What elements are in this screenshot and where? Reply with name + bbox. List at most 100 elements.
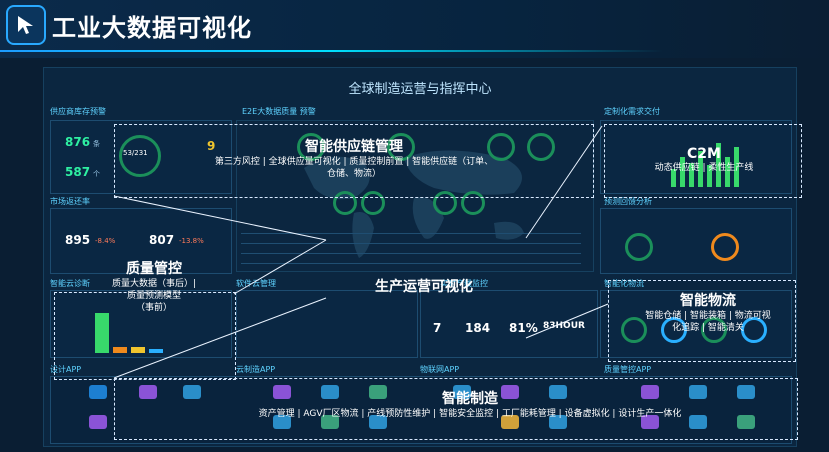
panel-forecast [600, 208, 792, 274]
overlay-logistics-title: 智能物流 [680, 293, 736, 309]
app-icon-quality-2[interactable] [689, 385, 707, 399]
overlay-production: 生产运营可视化 [344, 276, 504, 296]
custom-bar [716, 143, 721, 187]
supply-value-1: 876 [65, 135, 91, 149]
section-supply-title: 供应商库存预警 [50, 107, 106, 116]
supply-unit-2: 个 [93, 170, 100, 178]
app-icon-quality-3[interactable] [737, 385, 755, 399]
diag-bar [95, 313, 109, 353]
panel-custom [600, 120, 792, 194]
overlay-c2m-desc: 动态供应链 | 柔性生产线 [654, 163, 754, 173]
supply-gauge-center: 53/231 [123, 149, 148, 157]
app-icon-quality-6[interactable] [737, 415, 755, 429]
section-realtime-title: 实时产线监控 [440, 279, 488, 288]
e2e-gauge-4 [527, 133, 555, 161]
custom-bar [707, 165, 712, 187]
app-icon-cloud-3[interactable] [369, 385, 387, 399]
e2e-table-line-1 [241, 233, 581, 234]
app-logo [6, 5, 46, 45]
app-icon-cloud-5[interactable] [321, 415, 339, 429]
callout-box-quality [54, 292, 236, 380]
overlay-production-title: 生产运营可视化 [375, 279, 473, 295]
app-icon-iot-3[interactable] [549, 385, 567, 399]
overlay-quality-title: 质量管控 [126, 261, 182, 277]
market-value-1: 895 [65, 233, 91, 247]
realtime-value-4: 83HOUR [543, 321, 585, 331]
dashboard-title: 全球制造运营与指挥中心 [348, 82, 492, 97]
e2e-gauge-3 [487, 133, 515, 161]
overlay-quality-desc-2: 质量预测模型 [126, 291, 181, 301]
supply-unit-1: 条 [93, 140, 100, 148]
header-bar [0, 0, 829, 58]
section-market-title: 市场返还率 [50, 197, 90, 206]
supply-gauge [119, 135, 161, 177]
app-icon-iot-5[interactable] [549, 415, 567, 429]
header-divider [0, 50, 829, 52]
callout-box-logistics [608, 280, 796, 362]
market-pct-1: -8.4% [95, 237, 116, 245]
app-icon-cloud-4[interactable] [273, 415, 291, 429]
custom-bar-chart [671, 135, 739, 187]
e2e-gauge-8 [461, 191, 485, 215]
page-title: 工业大数据可视化 [52, 14, 252, 42]
e2e-table-line-4 [241, 263, 581, 264]
app-icon-cloud-2[interactable] [321, 385, 339, 399]
e2e-gauge-1 [297, 133, 325, 161]
panel-realtime: 7 184 81% 83HOUR [420, 290, 598, 358]
section-e2e-title: E2E大数据质量 预警 [242, 107, 316, 116]
cursor-icon [18, 16, 33, 34]
e2e-table-line-3 [241, 253, 581, 254]
panel-e2e [236, 120, 594, 272]
logistics-gauge-2 [661, 317, 687, 343]
panel-logistics [600, 290, 792, 358]
section-iot-title: 物联网APP [420, 365, 460, 374]
app-icon-virtual-verify[interactable] [89, 385, 107, 399]
forecast-gauge-1 [625, 233, 653, 261]
overlay-manufacturing-desc: 资产管理 | AGV厂区物流 | 产线预防性维护 | 智能安全监控 | 工厂能耗… [258, 409, 682, 419]
overlay-quality-desc-1: 质量大数据（事后）| [111, 279, 197, 289]
app-icon-iot-2[interactable] [501, 385, 519, 399]
diag-bar [149, 349, 163, 353]
logistics-gauge-4 [741, 317, 767, 343]
supply-gauge-number: 9 [207, 139, 216, 153]
app-icon-quality-5[interactable] [689, 415, 707, 429]
diag-bar [131, 347, 145, 353]
logistics-gauge-1 [621, 317, 647, 343]
forecast-gauge-2 [711, 233, 739, 261]
e2e-gauge-7 [433, 191, 457, 215]
section-quality-mgmt-title: 质量管控APP [604, 365, 652, 374]
app-icon-cloud-6[interactable] [369, 415, 387, 429]
app-icon-process-design[interactable] [183, 385, 201, 399]
app-icon-quality-1[interactable] [641, 385, 659, 399]
app-icon-cloud-1[interactable] [273, 385, 291, 399]
e2e-gauge-2 [387, 133, 415, 161]
app-icon-quality-4[interactable] [641, 415, 659, 429]
section-forecast-title: 预测回馈分析 [604, 197, 652, 206]
section-logistics-title: 智能化物流 [604, 279, 644, 288]
e2e-gauge-5 [333, 191, 357, 215]
callout-box-c2m [604, 124, 802, 198]
overlay-manufacturing-title: 智能制造 [442, 391, 498, 407]
app-icon-iot-4[interactable] [501, 415, 519, 429]
custom-bar [671, 169, 676, 187]
app-icon-digital-make[interactable] [89, 415, 107, 429]
panel-software [236, 290, 418, 358]
section-clouddiag-title: 智能云诊断 [50, 279, 90, 288]
custom-bar [689, 163, 694, 187]
panel-supply: 876 条 587 个 53/231 9 [50, 120, 232, 194]
realtime-value-1: 7 [433, 321, 442, 335]
e2e-table-line-2 [241, 243, 581, 244]
app-icon-iot-1[interactable] [453, 385, 471, 399]
overlay-quality: 质量管控 质量大数据（事后）| 质量预测模型 （事前） [84, 258, 224, 314]
panel-market: 895 -8.4% 807 -13.8% [50, 208, 232, 274]
app-icon-product-design[interactable] [139, 385, 157, 399]
overlay-logistics-desc-2: 化追踪 | 智能清关 [672, 323, 744, 333]
custom-bar [680, 157, 685, 187]
overlay-supply-chain-desc-1: 第三方风控 | 全球供应量可视化 | 质量控制前置 | 智能供应链（订单、 [214, 157, 494, 167]
logistics-gauge-3 [701, 317, 727, 343]
panel-apps [50, 376, 792, 444]
section-design-title: 设计APP [50, 365, 82, 374]
callout-connectors [113, 125, 609, 379]
market-value-2: 807 [149, 233, 175, 247]
diag-bar [113, 347, 127, 353]
